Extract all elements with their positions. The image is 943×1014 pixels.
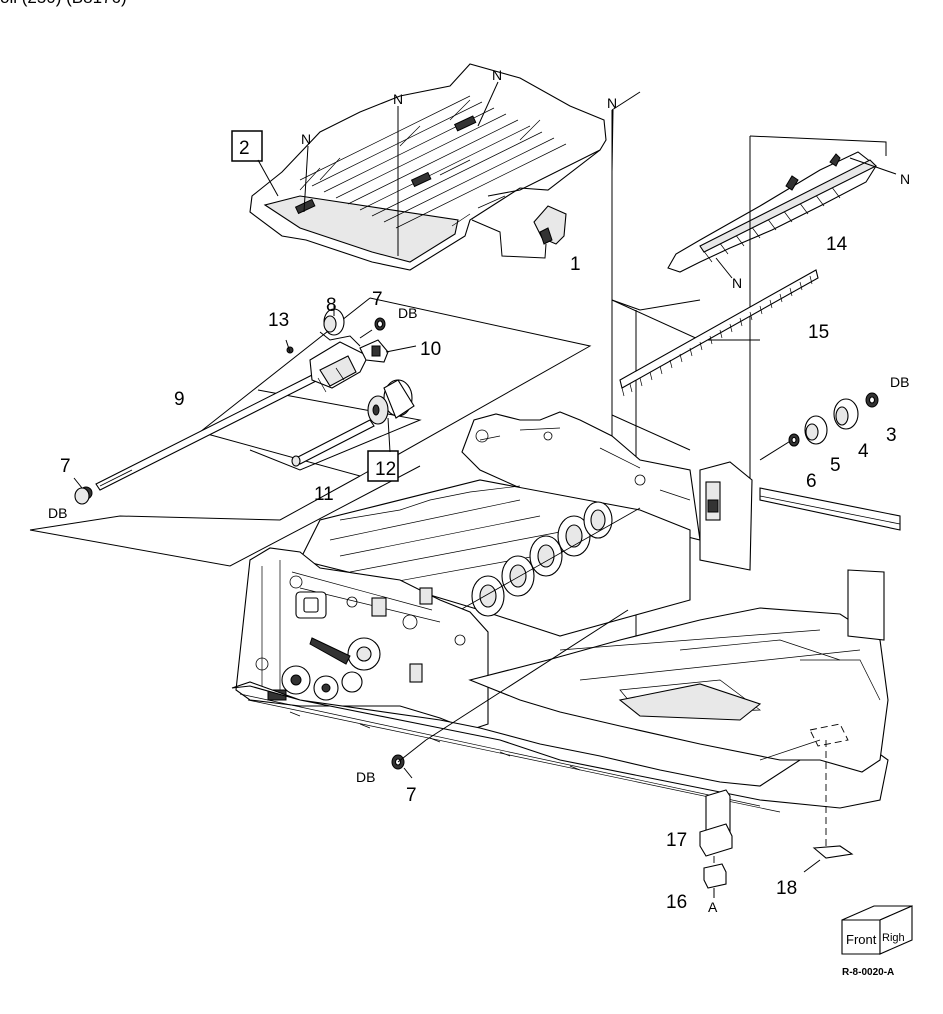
cube-right-label: Righ — [882, 932, 905, 944]
callout-15: 15 — [808, 322, 829, 343]
callout-17: 17 — [666, 830, 687, 851]
callout-18: 18 — [776, 878, 797, 899]
figure-code: R-8-0020-A — [842, 967, 894, 978]
callout-10: 10 — [420, 339, 441, 360]
roller-set-3-6 — [759, 392, 879, 461]
callout-3: 3 — [886, 425, 897, 446]
bearing-7-top — [359, 317, 386, 339]
callout-12: 12 — [375, 459, 396, 480]
marker-n-3: N — [301, 131, 311, 147]
header-title: oll (250) (B8176) — [0, 0, 127, 8]
roller-12 — [367, 379, 415, 425]
guide-bracket-14 — [667, 151, 877, 273]
callout-7-bottom: 7 — [406, 785, 417, 806]
marker-db-right: DB — [890, 374, 909, 390]
marker-n-4: N — [607, 95, 617, 111]
callout-box-2 — [231, 130, 263, 162]
callout-7-left: 7 — [60, 456, 71, 477]
drive-bracket-13 — [285, 339, 369, 393]
top-cover-assembly — [249, 63, 607, 271]
marker-labels: N N N N N N DB DB DB DB A — [48, 67, 910, 915]
callout-13: 13 — [268, 310, 289, 331]
marker-db-left: DB — [48, 505, 67, 521]
callout-box-12 — [367, 450, 399, 482]
main-frame — [231, 411, 901, 813]
shaft-11 — [291, 419, 375, 467]
callout-2: 2 — [239, 138, 250, 159]
callout-5: 5 — [830, 455, 841, 476]
marker-n-6: N — [732, 275, 742, 291]
gear-bracket-10 — [359, 339, 417, 363]
callout-1: 1 — [570, 254, 581, 275]
cube-front-label: Front — [846, 932, 877, 947]
marker-a: A — [708, 899, 718, 915]
callout-14: 14 — [826, 234, 848, 255]
callout-7-top: 7 — [372, 289, 383, 310]
marker-n-5: N — [900, 171, 910, 187]
orientation-cube: Front Righ — [841, 905, 913, 955]
callout-4: 4 — [858, 441, 869, 462]
shaft-9 — [74, 367, 331, 505]
callout-8: 8 — [326, 295, 337, 316]
roller-8 — [319, 304, 361, 347]
marker-db-bottom: DB — [356, 769, 375, 785]
callout-9: 9 — [174, 389, 185, 410]
marker-db-top: DB — [398, 305, 417, 321]
callout-11: 11 — [314, 484, 334, 505]
callout-16: 16 — [666, 892, 687, 913]
marker-n-1: N — [492, 67, 502, 83]
lower-parts — [391, 609, 854, 898]
roller-frame-outlines — [29, 297, 592, 567]
brush-strip-15 — [619, 269, 819, 397]
callout-6: 6 — [806, 471, 817, 492]
marker-n-2: N — [393, 91, 403, 107]
callout-labels: 2 1 14 15 8 7 13 10 9 12 11 7 3 4 5 6 7 … — [60, 138, 897, 913]
clip-part-1 — [471, 205, 567, 259]
bearing-7-left — [73, 477, 83, 489]
